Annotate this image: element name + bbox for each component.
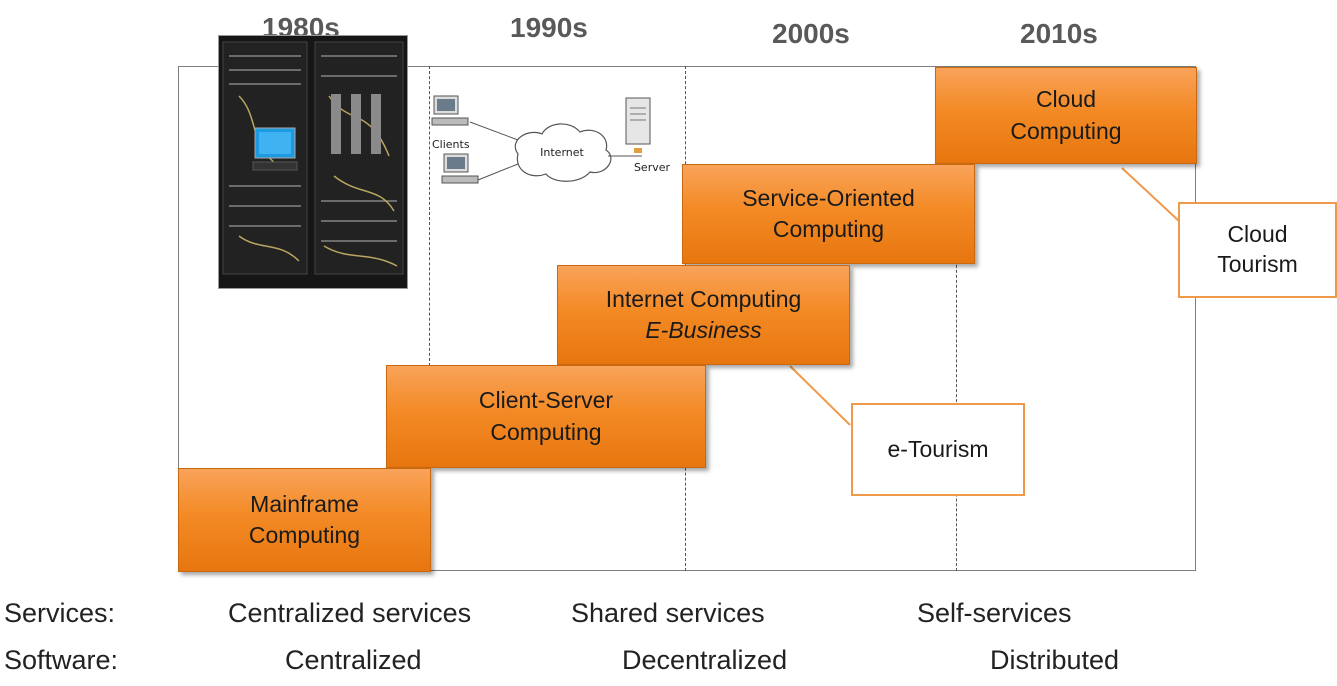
internet-label: Internet: [540, 146, 584, 159]
stage-line: Mainframe: [250, 490, 359, 517]
mainframe-image: [218, 35, 408, 289]
stage-mainframe-computing: Mainframe Computing: [178, 468, 431, 572]
stage-cloud-computing: Cloud Computing: [935, 67, 1197, 164]
stage-internet-computing: Internet Computing E-Business: [557, 265, 850, 365]
callout-e-tourism: e-Tourism: [851, 403, 1025, 496]
decade-2000s: 2000s: [772, 18, 850, 49]
client-computer-icon: [441, 153, 479, 184]
decade-2010s: 2010s: [1020, 18, 1098, 49]
services-row-label: Services:: [4, 598, 116, 628]
mainframe-drawing: [219, 36, 407, 288]
internet-cloud-icon: [514, 123, 612, 182]
e-tourism-connector: [789, 365, 851, 426]
services-self: Self-services: [917, 598, 1072, 628]
clients-label: Clients: [432, 138, 470, 151]
stage-line: Computing: [772, 216, 885, 242]
client-server-network-diagram: Clients Internet Server: [431, 95, 671, 184]
stage-line: Computing: [1010, 117, 1122, 144]
stage-client-server-computing: Client-Server Computing: [386, 365, 706, 468]
software-decentralized: Decentralized: [622, 645, 788, 675]
client-computer-icon: [431, 95, 469, 126]
stage-service-oriented-computing: Service-Oriented Computing: [682, 164, 975, 264]
stage-line: Service-Oriented: [742, 184, 915, 211]
stage-line: Cloud: [1035, 86, 1097, 113]
services-shared: Shared services: [571, 598, 765, 628]
stage-line: Client-Server: [478, 387, 614, 414]
software-centralized: Centralized: [285, 645, 422, 675]
callout-line: Cloud: [1227, 221, 1288, 248]
stage-line: Computing: [490, 418, 602, 445]
server-icon: [625, 97, 651, 153]
stage-line: Computing: [248, 522, 361, 548]
stage-line: Internet Computing: [605, 285, 802, 312]
decade-1990s: 1990s: [510, 12, 588, 43]
services-centralized: Centralized services: [228, 598, 472, 628]
software-row-label: Software:: [4, 645, 119, 675]
callout-line: Tourism: [1217, 251, 1298, 277]
server-label: Server: [634, 161, 671, 174]
software-distributed: Distributed: [990, 645, 1120, 675]
stage-line: E-Business: [645, 317, 762, 343]
callout-cloud-tourism: Cloud Tourism: [1178, 202, 1337, 298]
timeline-frame: [178, 66, 1196, 571]
divider-1990s: [429, 66, 430, 366]
cloud-tourism-connector: [1121, 167, 1181, 223]
callout-line: e-Tourism: [887, 435, 989, 462]
